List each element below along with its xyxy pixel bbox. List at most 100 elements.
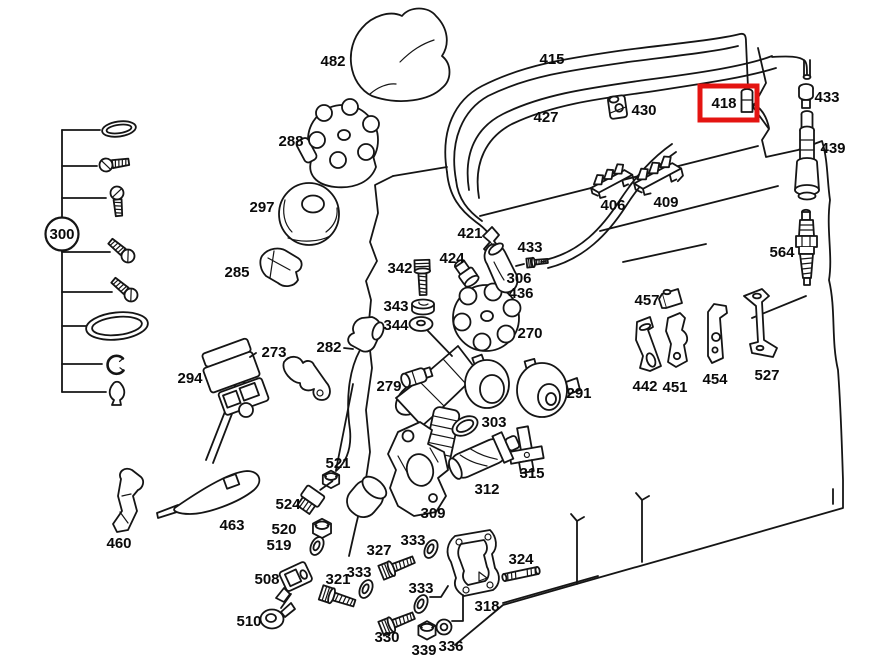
part-label-421[interactable]: 421 [457,225,482,242]
part-label-451[interactable]: 451 [662,379,687,396]
fastener-group-300 [62,119,149,405]
leader-lines-bottom [430,576,598,621]
part-label-279[interactable]: 279 [376,378,401,395]
part-315-rotor-drawing [505,425,545,475]
part-457-clip-drawing [659,289,682,308]
part-label-521[interactable]: 521 [325,455,350,472]
part-527-bracket-drawing [744,289,777,357]
part-342-bolt-drawing [413,258,432,297]
part-430-clip-drawing [608,95,628,119]
part-label-508[interactable]: 508 [254,571,279,588]
part-label-288[interactable]: 288 [278,133,303,150]
part-labels-layer: 482 415 427 430 433 288 439 297 406 409 421 424 433 3… [106,51,845,659]
ignition-harness-drawing [445,34,807,268]
part-454-bracket-drawing [708,304,727,363]
part-285-clamp-drawing [260,249,301,287]
leader-dashes [250,348,353,357]
part-label-282[interactable]: 282 [316,339,341,356]
part-label-482[interactable]: 482 [320,53,345,70]
part-406-clip-drawing [586,160,637,201]
part-336-seal-ring-drawing [437,620,452,635]
part-label-457[interactable]: 457 [634,292,659,309]
part-label-270[interactable]: 270 [517,325,542,342]
part-label-463[interactable]: 463 [219,517,244,534]
part-label-336[interactable]: 336 [438,638,463,655]
part-270-distributor-drawing [390,284,521,473]
part-label-303[interactable]: 303 [481,414,506,431]
part-label-333_c[interactable]: 333 [408,580,433,597]
part-321-bolt-drawing [317,584,358,612]
part-label-339[interactable]: 339 [411,642,436,659]
part-label-520[interactable]: 520 [271,521,296,538]
part-label-297[interactable]: 297 [249,199,274,216]
part-label-409[interactable]: 409 [653,194,678,211]
part-303-oring-drawing [449,412,481,440]
part-label-510[interactable]: 510 [236,613,261,630]
part-433-top-cap-drawing [799,60,813,108]
engine-block-outline [349,48,843,645]
part-label-291[interactable]: 291 [566,385,591,402]
part-282-elbow-wire-drawing [336,317,386,471]
part-520-nut-drawing [312,517,332,540]
part-291-cap-seal-drawing [465,355,580,417]
part-label-273[interactable]: 273 [261,344,286,361]
o-ring-small-drawing [101,119,137,139]
part-label-439[interactable]: 439 [820,140,845,157]
part-451-bracket-drawing [666,313,687,367]
part-label-519[interactable]: 519 [266,537,291,554]
part-label-318[interactable]: 318 [474,598,499,615]
part-label-433_top[interactable]: 433 [814,89,839,106]
screw-drawing [108,274,142,306]
part-label-418: 418 [711,95,736,112]
part-label-564[interactable]: 564 [769,244,795,261]
part-273-lever-drawing [283,357,329,400]
part-label-524[interactable]: 524 [275,496,301,513]
part-510-clamp-ring-drawing [261,603,296,629]
part-label-430[interactable]: 430 [631,102,656,119]
o-ring-large-drawing [85,309,149,342]
part-label-406[interactable]: 406 [600,197,625,214]
part-306-436-elbow-boot-drawing [485,241,524,292]
part-label-454[interactable]: 454 [702,371,728,388]
part-label-342[interactable]: 342 [387,260,412,277]
part-288-distributor-cap-drawing [295,99,379,187]
part-label-324[interactable]: 324 [508,551,534,568]
part-label-415[interactable]: 415 [539,51,564,68]
leader-433-mid [541,261,546,262]
leader-344 [428,331,452,356]
part-label-315[interactable]: 315 [519,465,544,482]
group-300-badge[interactable]: 300 [46,218,79,251]
part-312-drive-gear-drawing [445,428,523,484]
part-label-343[interactable]: 343 [383,298,408,315]
part-label-294[interactable]: 294 [177,370,203,387]
part-label-327[interactable]: 327 [366,542,391,559]
part-463-cable-tie-drawing [157,471,259,518]
part-label-306[interactable]: 306 [506,270,531,287]
part-439-plug-connector-drawing [795,111,819,200]
part-524-sensor-drawing [295,471,335,516]
part-label-433_mid[interactable]: 433 [517,239,542,256]
part-label-436[interactable]: 436 [508,285,533,302]
part-460-bracket-drawing [113,469,143,532]
part-482-cap-boot-drawing [351,9,450,102]
part-label-285[interactable]: 285 [224,264,249,281]
screw-drawing [109,185,127,218]
part-label-424[interactable]: 424 [439,250,465,267]
part-label-460[interactable]: 460 [106,535,131,552]
part-333-washer-drawing [355,577,377,601]
highlight-418[interactable]: 418 [700,86,757,120]
part-label-427[interactable]: 427 [533,109,558,126]
part-label-312[interactable]: 312 [474,481,499,498]
part-label-330[interactable]: 330 [374,629,399,646]
part-label-333_b[interactable]: 333 [346,564,371,581]
part-label-344[interactable]: 344 [383,317,409,334]
part-344-washer-drawing [410,317,433,331]
part-label-333_a[interactable]: 333 [400,532,425,549]
part-label-309[interactable]: 309 [420,505,445,522]
part-label-527[interactable]: 527 [754,367,779,384]
part-label-321[interactable]: 321 [325,571,350,588]
grommet-drawing [110,382,125,405]
part-label-442[interactable]: 442 [632,378,657,395]
part-424-fitting-drawing [451,257,480,289]
